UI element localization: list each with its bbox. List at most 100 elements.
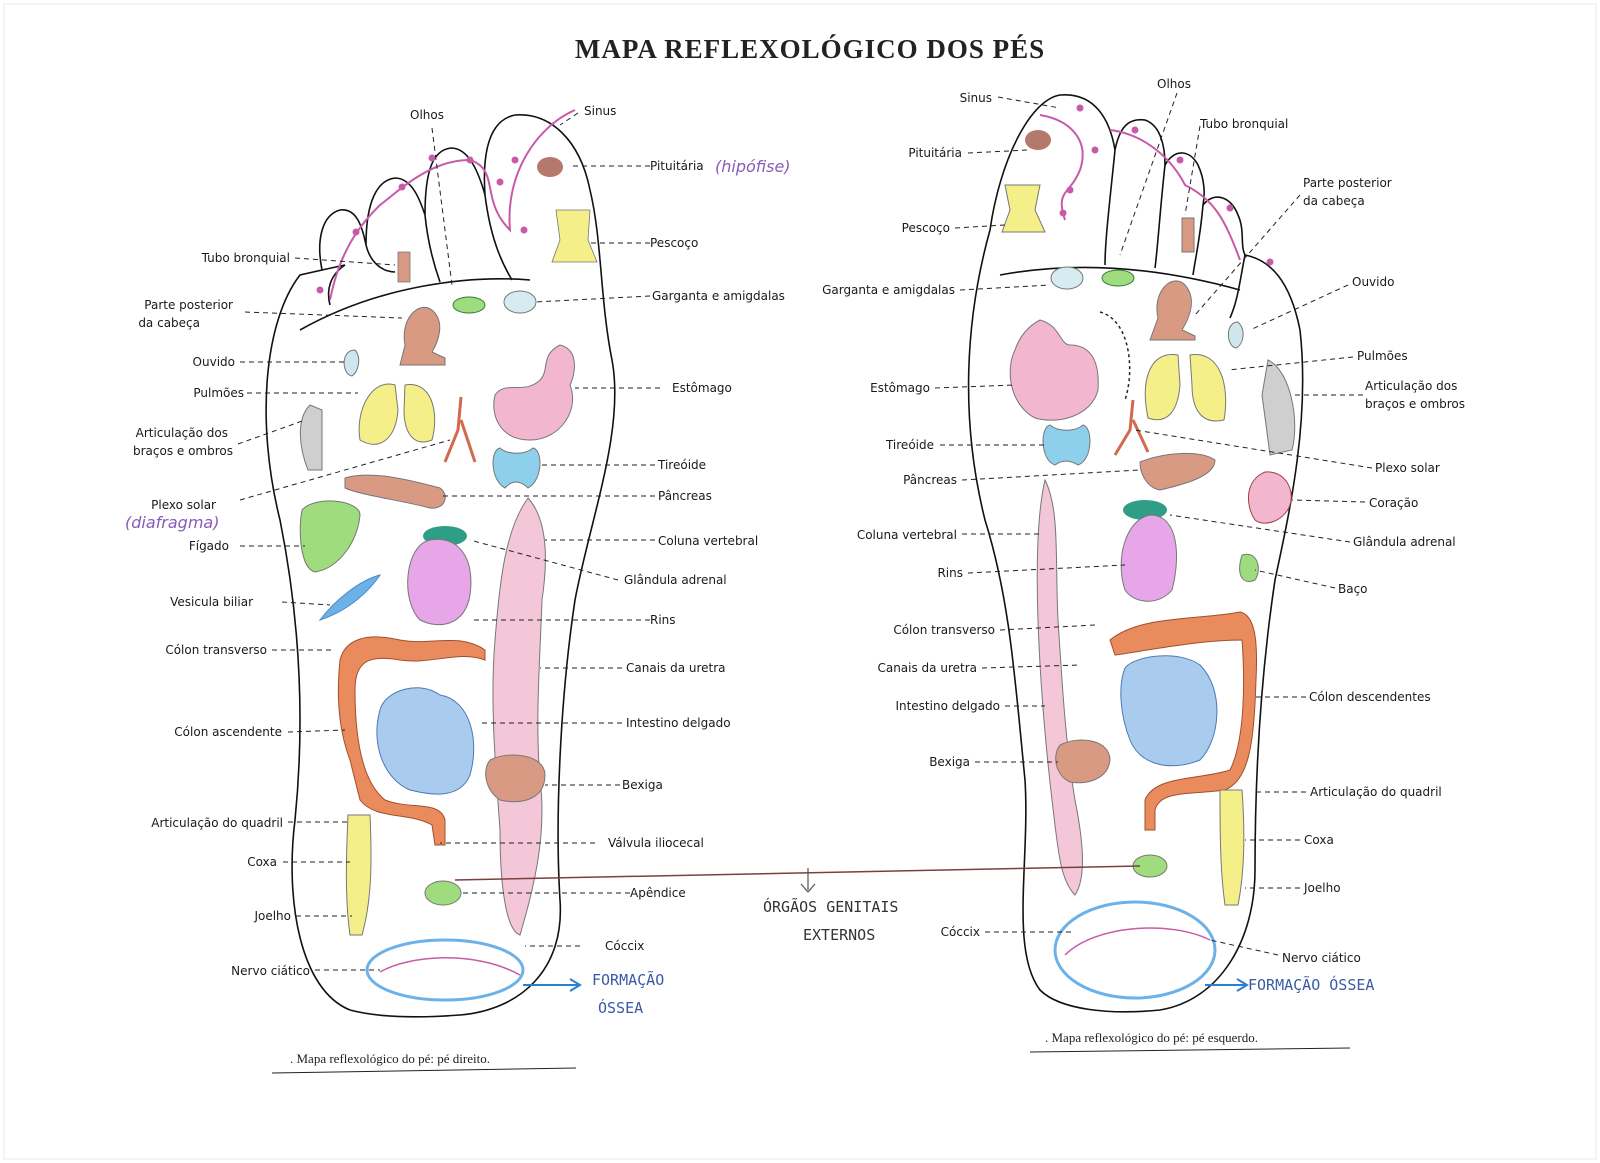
label-left-pulmoes: Pulmões (1357, 349, 1408, 363)
label-right-bracos-1: Articulação dos (136, 426, 228, 440)
label-left-posterior-2: da cabeça (1303, 194, 1365, 208)
pancreas-shape (1139, 452, 1216, 491)
ear-shape (343, 349, 360, 377)
label-right-plexo: Plexo solar (151, 498, 216, 512)
label-left-pescoco: Pescoço (902, 221, 950, 235)
small-intestine-shape (376, 687, 475, 795)
label-right-quadril: Articulação do quadril (151, 816, 283, 830)
spine-shape (1036, 478, 1083, 896)
neck-shape (551, 209, 598, 263)
kidney-shape (1120, 514, 1177, 602)
label-left-coxa: Coxa (1304, 833, 1334, 847)
bladder-shape (485, 754, 546, 803)
label-right-garganta: Garganta e amigdalas (652, 289, 785, 303)
label-left-uretra: Canais da uretra (877, 661, 977, 675)
head-back-shape (399, 307, 446, 366)
label-right-adrenal: Glândula adrenal (624, 573, 727, 587)
ear-shape (1227, 321, 1244, 349)
note-formacao-right-2: ÓSSEA (598, 998, 643, 1017)
note-hipofise: (hipófise) (715, 157, 791, 176)
label-right-coccix: Cóccix (605, 939, 644, 953)
label-left-estomago: Estômago (870, 381, 930, 395)
small-intestine-shape (1120, 655, 1218, 767)
pancreas-shape (344, 474, 446, 509)
left-foot-outline (967, 94, 1304, 1013)
label-right-posterior-1: Parte posterior (144, 298, 233, 312)
note-genitais-2: EXTERNOS (803, 926, 875, 944)
spleen-shape (1239, 553, 1259, 582)
note-formacao-right-1: FORMAÇÃO (592, 970, 664, 989)
label-right-valvula: Válvula iliocecal (608, 836, 704, 850)
note-genitais-1: ÓRGÃOS GENITAIS (763, 897, 898, 916)
label-left-posterior-1: Parte posterior (1303, 176, 1392, 190)
pituitary-shape (1025, 130, 1051, 150)
label-left-bracos-2: braços e ombros (1365, 397, 1465, 411)
label-left-quadril: Articulação do quadril (1310, 785, 1442, 799)
label-right-pulmoes: Pulmões (193, 386, 244, 400)
label-right-coxa: Coxa (247, 855, 277, 869)
label-left-garganta: Garganta e amigdalas (822, 283, 955, 297)
arrow-right-bone (523, 978, 582, 992)
left-foot-labels: Sinus Olhos Tubo bronquial Pituitária Pa… (822, 77, 1465, 1053)
bladder-shape (1055, 739, 1111, 784)
note-formacao-left: FORMAÇÃO ÓSSEA (1248, 975, 1374, 994)
throat-shape (503, 290, 537, 314)
label-right-coluna: Coluna vertebral (658, 534, 758, 548)
arm-joint-shape (1261, 359, 1296, 456)
bone-formation-shape (365, 938, 525, 1002)
label-right-posterior-2: da cabeça (138, 316, 200, 330)
head-back-shape (1149, 280, 1196, 341)
label-left-ouvido: Ouvido (1352, 275, 1394, 289)
label-right-pituitaria: Pituitária (650, 159, 704, 173)
label-right-bracos-2: braços e ombros (133, 444, 233, 458)
right-foot (265, 109, 616, 1018)
label-right-figado: Fígado (189, 539, 229, 553)
label-right-olhos: Olhos (410, 108, 444, 122)
label-right-estomago: Estômago (672, 381, 732, 395)
adrenal-shape (1123, 500, 1167, 520)
label-right-bexiga: Bexiga (622, 778, 663, 792)
label-left-colon-transverso: Cólon transverso (893, 623, 995, 637)
caption-left: . Mapa reflexológico do pé: pé esquerdo. (1045, 1030, 1258, 1045)
leader-lines (237, 92, 1373, 971)
solar-plexus-shape (1113, 399, 1150, 456)
label-left-sinus: Sinus (960, 91, 992, 105)
solar-plexus-shape (443, 396, 477, 463)
caption-right: . Mapa reflexológico do pé: pé direito. (290, 1051, 490, 1066)
heart-shape (1247, 471, 1292, 524)
colon-shape (1109, 611, 1258, 831)
appendix-shape (424, 880, 462, 906)
eye-shape (452, 296, 486, 314)
label-left-coluna: Coluna vertebral (857, 528, 957, 542)
handwritten-notes: (hipófise) (diafragma) ÓRGÃOS GENITAIS E… (125, 157, 1374, 1017)
arrow-left-bone (1205, 978, 1249, 992)
label-left-coracao: Coração (1369, 496, 1418, 510)
note-diafragma: (diafragma) (125, 513, 219, 532)
label-left-coccix: Cóccix (941, 925, 980, 939)
label-right-vesicula: Vesicula biliar (170, 595, 253, 609)
right-foot-outline (265, 114, 616, 1018)
label-right-ouvido: Ouvido (193, 355, 235, 369)
label-left-pituitaria: Pituitária (908, 146, 962, 160)
kidney-shape (407, 538, 472, 626)
label-left-colon-desc: Cólon descendentes (1309, 690, 1431, 704)
label-right-joelho: Joelho (253, 909, 291, 923)
label-right-tireoide: Tireóide (657, 458, 706, 472)
label-left-plexo: Plexo solar (1375, 461, 1440, 475)
label-right-pancreas: Pâncreas (658, 489, 712, 503)
label-right-sinus: Sinus (584, 104, 616, 118)
page-title: MAPA REFLEXOLÓGICO DOS PÉS (575, 34, 1045, 64)
lungs-shape (358, 383, 436, 445)
label-left-pancreas: Pâncreas (903, 473, 957, 487)
label-left-bracos-1: Articulação dos (1365, 379, 1457, 393)
label-right-colon-asc: Cólon ascendente (174, 725, 282, 739)
stomach-shape (1009, 319, 1099, 421)
thigh-shape (345, 814, 372, 936)
stomach-shape (493, 344, 575, 441)
neck-shape (1001, 184, 1046, 233)
label-right-colon-transverso: Cólon transverso (165, 643, 267, 657)
throat-shape (1050, 266, 1084, 290)
liver-shape (299, 500, 361, 573)
right-foot-labels: Olhos Sinus Pituitária Pescoço Tubo bron… (133, 104, 785, 1074)
